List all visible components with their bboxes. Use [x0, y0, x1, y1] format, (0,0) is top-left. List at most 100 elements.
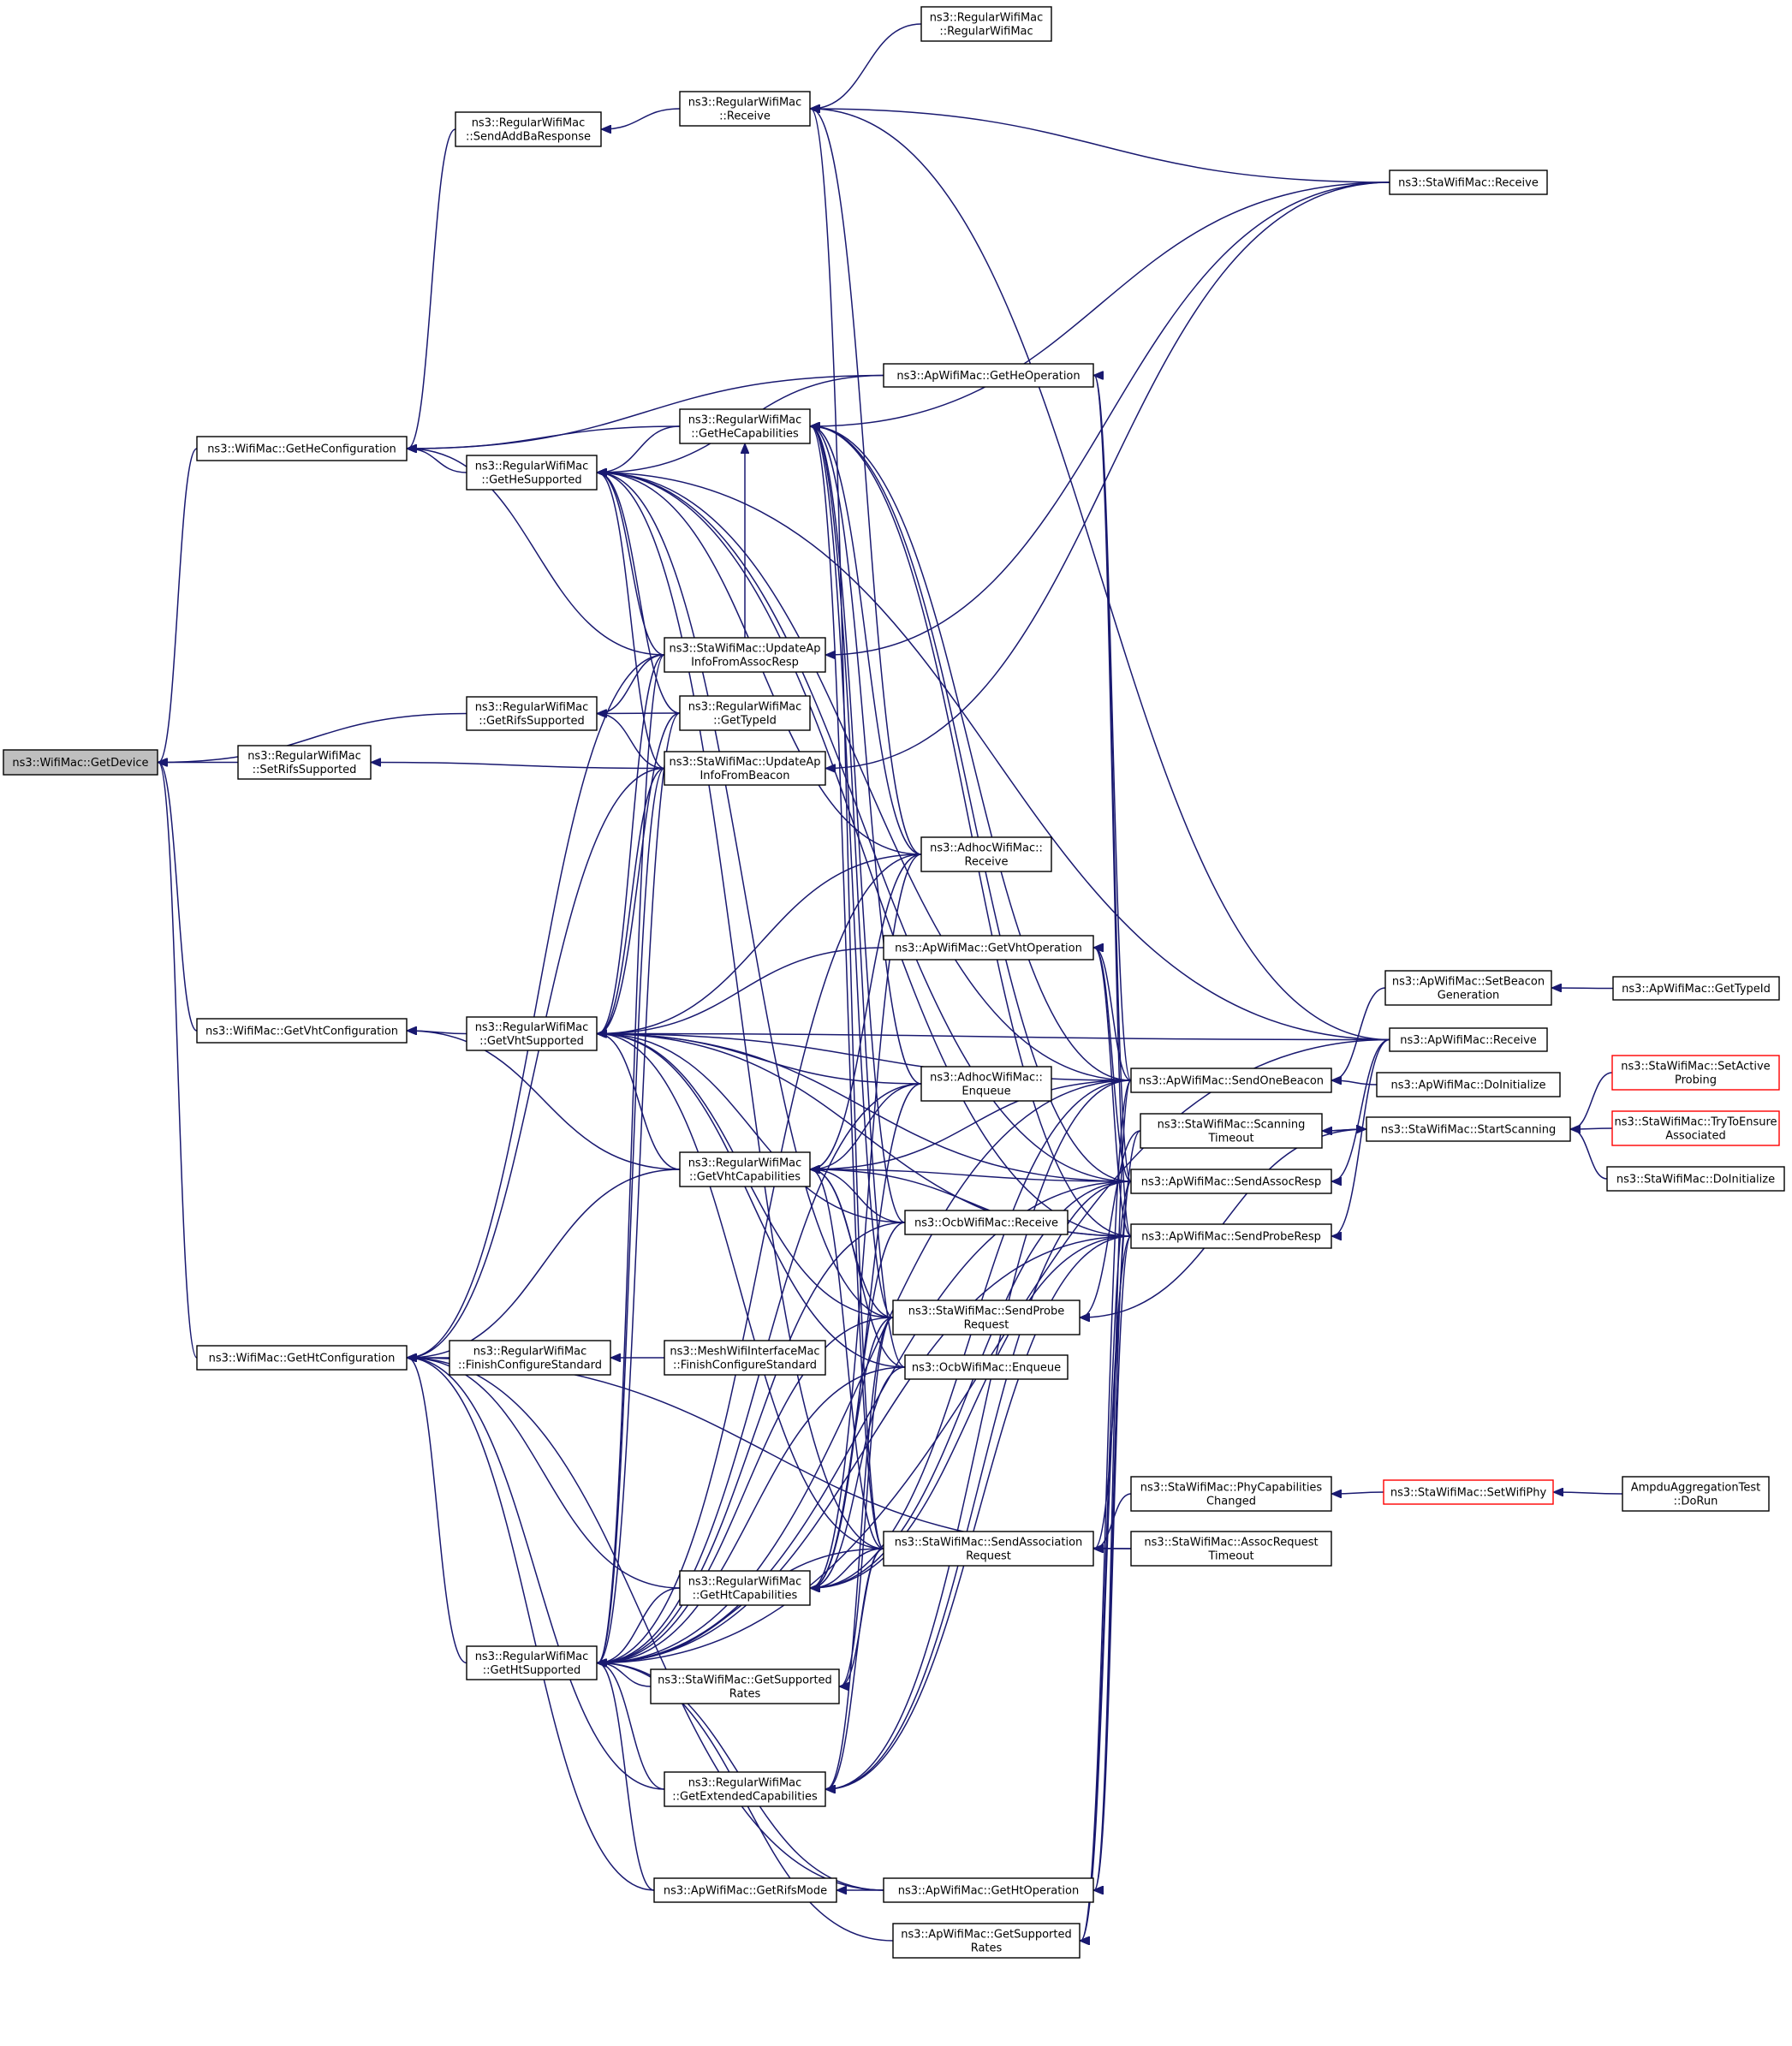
- node-rwm_hecaps[interactable]: ns3::RegularWifiMac::GetHeCapabilities: [679, 408, 811, 444]
- node-label: Rates: [971, 1942, 1003, 1955]
- node-label: ns3::RegularWifiMac: [688, 97, 802, 110]
- node-ap_sendassocresp[interactable]: ns3::ApWifiMac::SendAssocResp: [1130, 1169, 1332, 1194]
- node-ap_getheop[interactable]: ns3::ApWifiMac::GetHeOperation: [883, 363, 1094, 388]
- node-ap_gettypeid[interactable]: ns3::ApWifiMac::GetTypeId: [1612, 976, 1780, 1001]
- node-ap_doinit[interactable]: ns3::ApWifiMac::DoInitialize: [1376, 1072, 1561, 1097]
- node-label: ns3::RegularWifiMac: [688, 414, 802, 427]
- node-label: ns3::RegularWifiMac: [472, 117, 586, 130]
- node-label: ns3::ApWifiMac::SendAssocResp: [1141, 1176, 1321, 1189]
- node-label: Timeout: [1207, 1133, 1253, 1145]
- edge-sta_receive-to-sta_updbeacon: [826, 181, 1390, 769]
- node-rwm_receive[interactable]: ns3::RegularWifiMac::Receive: [679, 91, 811, 127]
- node-adhoc_enqueue[interactable]: ns3::AdhocWifiMac::Enqueue: [920, 1066, 1052, 1102]
- node-label: Changed: [1206, 1496, 1256, 1508]
- edge-ap_receive-to-rwm_vhtsupp: [598, 1034, 1390, 1041]
- edge-ocb_enqueue-to-rwm_vhtsupp: [598, 1034, 906, 1368]
- node-box: [196, 1018, 408, 1044]
- node-sta_setwifiphy[interactable]: ns3::StaWifiMac::SetWifiPhy: [1383, 1479, 1554, 1505]
- node-label: ns3::RegularWifiMac: [247, 750, 361, 763]
- edge-sta_trytoensure-to-sta_startscan: [1571, 1128, 1613, 1129]
- node-label: ns3::ApWifiMac::SetBeacon: [1392, 976, 1545, 989]
- node-box: [679, 408, 811, 444]
- node-wm_gethecfg[interactable]: ns3::WifiMac::GetHeConfiguration: [196, 436, 408, 461]
- edge-ap_sendassocresp-to-rwm_vhtcaps: [811, 1169, 1132, 1182]
- node-sta_startscan[interactable]: ns3::StaWifiMac::StartScanning: [1366, 1116, 1571, 1142]
- node-rwm_htcaps[interactable]: ns3::RegularWifiMac::GetHtCapabilities: [679, 1570, 811, 1606]
- node-box: [892, 1923, 1081, 1959]
- edge-adhoc_receive-to-rwm_hecaps: [811, 426, 922, 855]
- node-box: [920, 836, 1052, 872]
- node-ap_getrifsmode[interactable]: ns3::ApWifiMac::GetRifsMode: [653, 1877, 837, 1903]
- node-rwm_sendaddba[interactable]: ns3::RegularWifiMac::SendAddBaResponse: [455, 111, 602, 147]
- node-rwm_hesupp[interactable]: ns3::RegularWifiMac::GetHeSupported: [466, 455, 598, 491]
- node-wm_gethtcfg[interactable]: ns3::WifiMac::GetHtConfiguration: [196, 1345, 408, 1371]
- node-label: ns3::StaWifiMac::SendProbe: [908, 1306, 1064, 1318]
- node-rwm_rifssupp[interactable]: ns3::RegularWifiMac::GetRifsSupported: [466, 696, 598, 731]
- node-label: ::GetHtSupported: [483, 1664, 580, 1677]
- node-rwm_gettypeid[interactable]: ns3::RegularWifiMac::GetTypeId: [679, 695, 811, 731]
- node-label: ns3::OcbWifiMac::Enqueue: [912, 1362, 1061, 1375]
- node-ap_receive[interactable]: ns3::ApWifiMac::Receive: [1389, 1027, 1548, 1052]
- node-label: ns3::StaWifiMac::Receive: [1398, 177, 1539, 190]
- node-adhoc_receive[interactable]: ns3::AdhocWifiMac::Receive: [920, 836, 1052, 872]
- node-box: [1383, 1479, 1554, 1505]
- node-box: [664, 751, 826, 786]
- node-ap_sendonebeacon[interactable]: ns3::ApWifiMac::SendOneBeacon: [1130, 1068, 1332, 1093]
- node-box: [650, 1668, 840, 1704]
- node-label: ns3::StaWifiMac::Scanning: [1158, 1119, 1306, 1132]
- edge-ap_sendassocresp-to-rwm_extcaps: [826, 1181, 1132, 1789]
- edge-ocb_enqueue-to-rwm_vhtcaps: [811, 1169, 906, 1368]
- node-ap_getvhtop[interactable]: ns3::ApWifiMac::GetVhtOperation: [883, 935, 1094, 961]
- node-ap_gethtop[interactable]: ns3::ApWifiMac::GetHtOperation: [883, 1877, 1094, 1903]
- node-ocb_enqueue[interactable]: ns3::OcbWifiMac::Enqueue: [904, 1354, 1069, 1380]
- node-sta_receive[interactable]: ns3::StaWifiMac::Receive: [1389, 170, 1548, 195]
- edge-sta_updassoc-to-rwm_vhtsupp: [598, 654, 665, 1034]
- node-ocb_receive[interactable]: ns3::OcbWifiMac::Receive: [904, 1210, 1069, 1235]
- node-rwm_extcaps[interactable]: ns3::RegularWifiMac::GetExtendedCapabili…: [664, 1771, 826, 1807]
- node-label: ns3::RegularWifiMac: [475, 461, 589, 473]
- node-rwm_setrifs[interactable]: ns3::RegularWifiMac::SetRifsSupported: [237, 745, 372, 780]
- edge-ap_sendassocresp-to-rwm_htcaps: [811, 1181, 1132, 1588]
- node-label: ::GetHtCapabilities: [693, 1590, 798, 1603]
- edge-ampdu_dorun-to-sta_setwifiphy: [1554, 1492, 1623, 1494]
- edge-rwm_extcaps-to-rwm_htsupp: [598, 1663, 665, 1790]
- node-rwm_htsupp[interactable]: ns3::RegularWifiMac::GetHtSupported: [466, 1645, 598, 1680]
- node-label: ns3::StaWifiMac::DoInitialize: [1616, 1174, 1775, 1187]
- node-label: ns3::StaWifiMac::AssocRequest: [1144, 1537, 1318, 1549]
- node-rwm_vhtsupp[interactable]: ns3::RegularWifiMac::GetVhtSupported: [466, 1016, 598, 1051]
- node-label: ns3::ApWifiMac::SendProbeResp: [1141, 1231, 1321, 1244]
- node-wm_getvhtcfg[interactable]: ns3::WifiMac::GetVhtConfiguration: [196, 1018, 408, 1044]
- node-ampdu_dorun[interactable]: AmpduAggregationTest::DoRun: [1622, 1476, 1770, 1512]
- edge-rwm_gettypeid-to-rwm_hesupp: [598, 473, 681, 714]
- node-label: Request: [964, 1319, 1009, 1332]
- edge-adhoc_receive-to-rwm_vhtsupp: [598, 853, 922, 1034]
- node-box: [664, 1340, 826, 1376]
- edge-ap_sendproberesp-to-rwm_vhtcaps: [811, 1169, 1132, 1237]
- node-ap_sendproberesp[interactable]: ns3::ApWifiMac::SendProbeResp: [1130, 1223, 1332, 1249]
- node-label: ns3::RegularWifiMac: [688, 1777, 802, 1790]
- edge-sta_receive-to-rwm_receive: [811, 109, 1390, 183]
- edge-ap_getrifsmode-to-rwm_htsupp: [598, 1663, 655, 1891]
- node-wm_getdevice[interactable]: ns3::WifiMac::GetDevice: [3, 749, 158, 776]
- node-mesh_finishcfg[interactable]: ns3::MeshWifiInterfaceMac::FinishConfigu…: [664, 1340, 826, 1376]
- node-sta_updassoc[interactable]: ns3::StaWifiMac::UpdateApInfoFromAssocRe…: [664, 637, 826, 673]
- node-rwm_ctor[interactable]: ns3::RegularWifiMac::RegularWifiMac: [920, 6, 1052, 42]
- node-label: ns3::StaWifiMac::TryToEnsure: [1614, 1116, 1777, 1129]
- edge-sta_scantimeout-to-sta_sendprobe: [1081, 1130, 1141, 1317]
- node-rwm_vhtcaps[interactable]: ns3::RegularWifiMac::GetVhtCapabilities: [679, 1151, 811, 1187]
- node-sta_doinit[interactable]: ns3::StaWifiMac::DoInitialize: [1606, 1166, 1785, 1192]
- edge-ap_sendproberesp-to-rwm_extcaps: [826, 1235, 1132, 1789]
- node-rwm_finishcfg[interactable]: ns3::RegularWifiMac::FinishConfigureStan…: [449, 1340, 611, 1376]
